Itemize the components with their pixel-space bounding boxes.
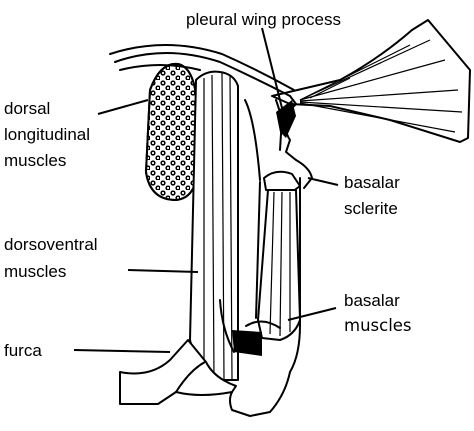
basalar-muscles <box>244 99 301 341</box>
diagram-labels: pleural wing process dorsal longitudinal… <box>4 10 412 360</box>
label-basalar-sclerite-line-1: basalar <box>344 173 400 192</box>
label-pleural-wing-process: pleural wing process <box>186 10 341 29</box>
dorsoventral-muscles <box>189 70 239 381</box>
label-basalar-muscles-line-1: basalar <box>344 291 400 310</box>
label-dorsal-line-2: longitudinal <box>4 125 90 144</box>
lower-muscle-bands <box>219 299 281 356</box>
label-basalar-sclerite-line-2: sclerite <box>344 199 398 218</box>
wing <box>271 19 471 143</box>
label-dorsoventral-line-2: muscles <box>4 262 66 281</box>
label-dorsoventral-line-1: dorsoventral <box>4 235 98 254</box>
basalar-sclerite <box>255 170 301 319</box>
label-furca: furca <box>4 341 42 360</box>
pleural-wing-process-shape <box>276 100 296 138</box>
label-dorsal-line-1: dorsal <box>4 99 50 118</box>
dorsal-longitudinal-muscles <box>144 62 198 202</box>
furca-structure <box>119 339 237 405</box>
label-dorsal-line-3: muscles <box>4 151 66 170</box>
leader-lines <box>73 27 339 353</box>
label-basalar-muscles-line-2: muscles <box>344 316 412 335</box>
